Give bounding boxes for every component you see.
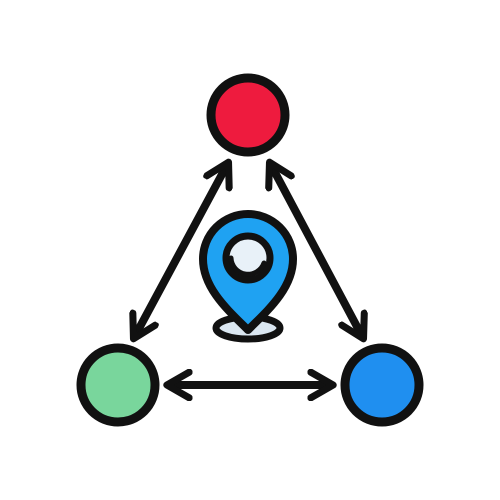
left-node-circle xyxy=(76,343,160,427)
pin-inner-arc xyxy=(228,255,267,277)
right-edge-arrow xyxy=(271,165,362,336)
top-node-circle xyxy=(206,73,290,157)
left-edge-arrow xyxy=(135,165,227,336)
right-node-circle xyxy=(340,343,424,427)
